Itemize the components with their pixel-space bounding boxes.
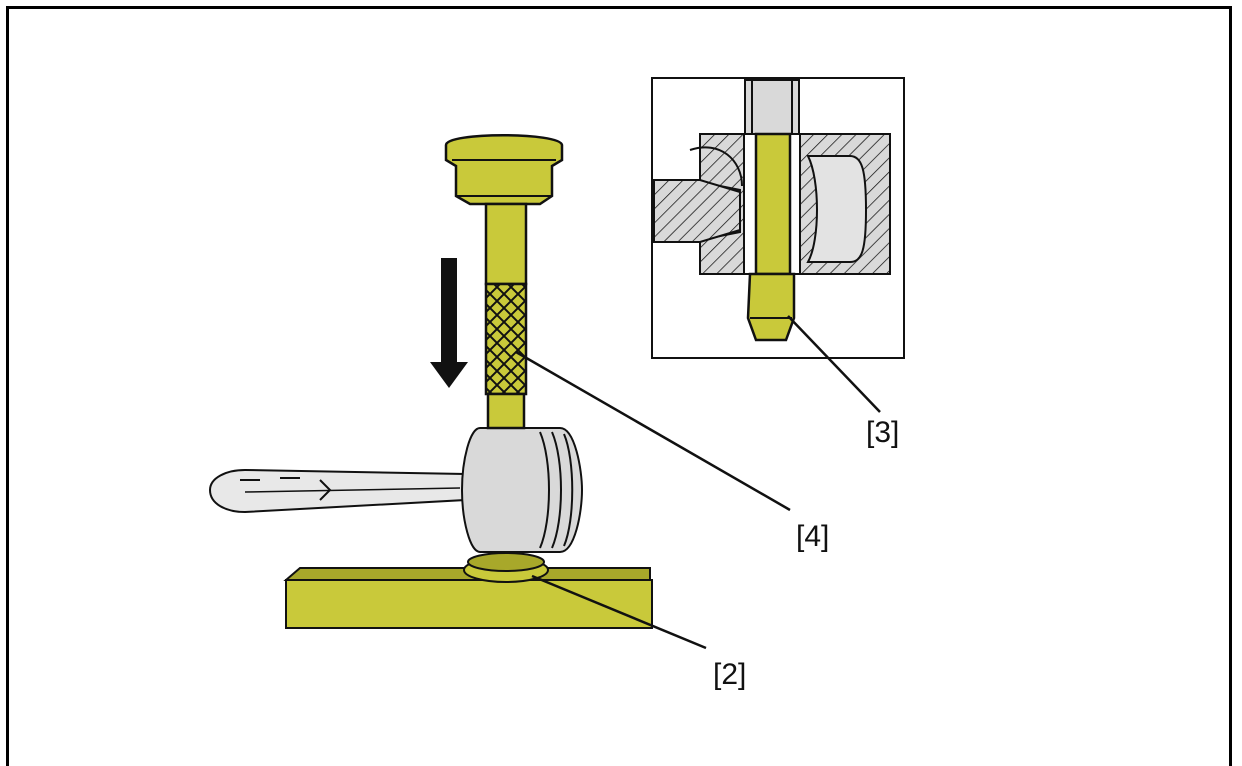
callout-2: [2] [713,658,747,691]
callout-4: [4] [796,520,830,553]
support-block [283,567,653,629]
tool-2-ring [463,552,549,583]
down-arrow [430,258,468,388]
inset-detail [651,77,905,359]
tool-4-drift [444,134,564,430]
piston [460,427,584,553]
connecting-rod [208,468,466,514]
figure-frame [6,6,1232,766]
leader-lines [515,315,881,650]
callout-3: [3] [866,416,900,449]
